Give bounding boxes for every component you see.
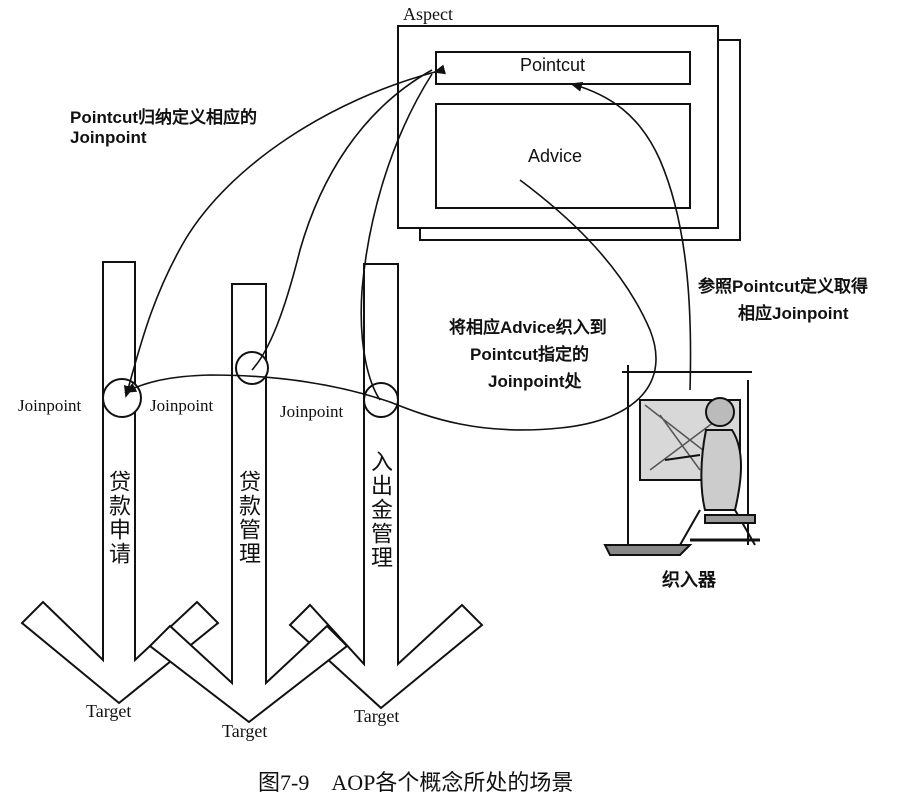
target-3-label: 入出金管理 [367,450,392,570]
target-1-caption: Target [86,701,132,721]
annotation-weave-line1: 将相应Advice织入到 [449,318,607,337]
joinpoint-label-1: Joinpoint [18,396,82,415]
annotation-weave-line2: Pointcut指定的 [470,345,589,364]
annotation-pointcut-define-line1: Pointcut归纳定义相应的 [70,108,257,127]
pointcut-label: Pointcut [520,55,586,75]
pointcut-to-joinpoint-3-curve [360,73,433,401]
annotation-pointcut-define-line2: Joinpoint [70,128,147,147]
advice-to-joinpoint-arrow [124,179,657,431]
advice-box [435,103,691,209]
joinpoint-label-3: Joinpoint [280,402,344,421]
target-arrow-2 [148,283,349,724]
annotation-refer-line2: 相应Joinpoint [738,304,849,323]
joinpoint-circle-1 [102,378,142,418]
joinpoint-circle-3 [363,382,399,418]
pointcut-box [435,51,691,85]
target-1-label: 贷款申请 [105,470,130,566]
weaver-label: 织入器 [662,570,716,590]
advice-label: Advice [528,146,583,166]
target-arrow-3 [288,263,484,710]
figure-caption: 图7-9 AOP各个概念所处的场景 [258,770,574,795]
target-2-label: 贷款管理 [235,470,260,566]
aspect-box [397,25,741,241]
annotation-weave-line3: Joinpoint处 [488,372,582,391]
target-arrow-1 [20,261,220,705]
weaver-to-pointcut-arrow [570,81,692,391]
joinpoint-circle-2 [235,351,269,385]
joinpoint-label-2: Joinpoint [150,396,214,415]
target-3-caption: Target [354,706,400,726]
weaver-illustration [603,365,760,556]
aspect-title: Aspect [403,4,453,24]
target-2-caption: Target [222,721,268,741]
annotation-refer-line1: 参照Pointcut定义取得 [698,277,868,296]
pointcut-to-joinpoint-2-curve [251,69,433,371]
pointcut-to-joinpoint-1-arrow [124,64,446,398]
